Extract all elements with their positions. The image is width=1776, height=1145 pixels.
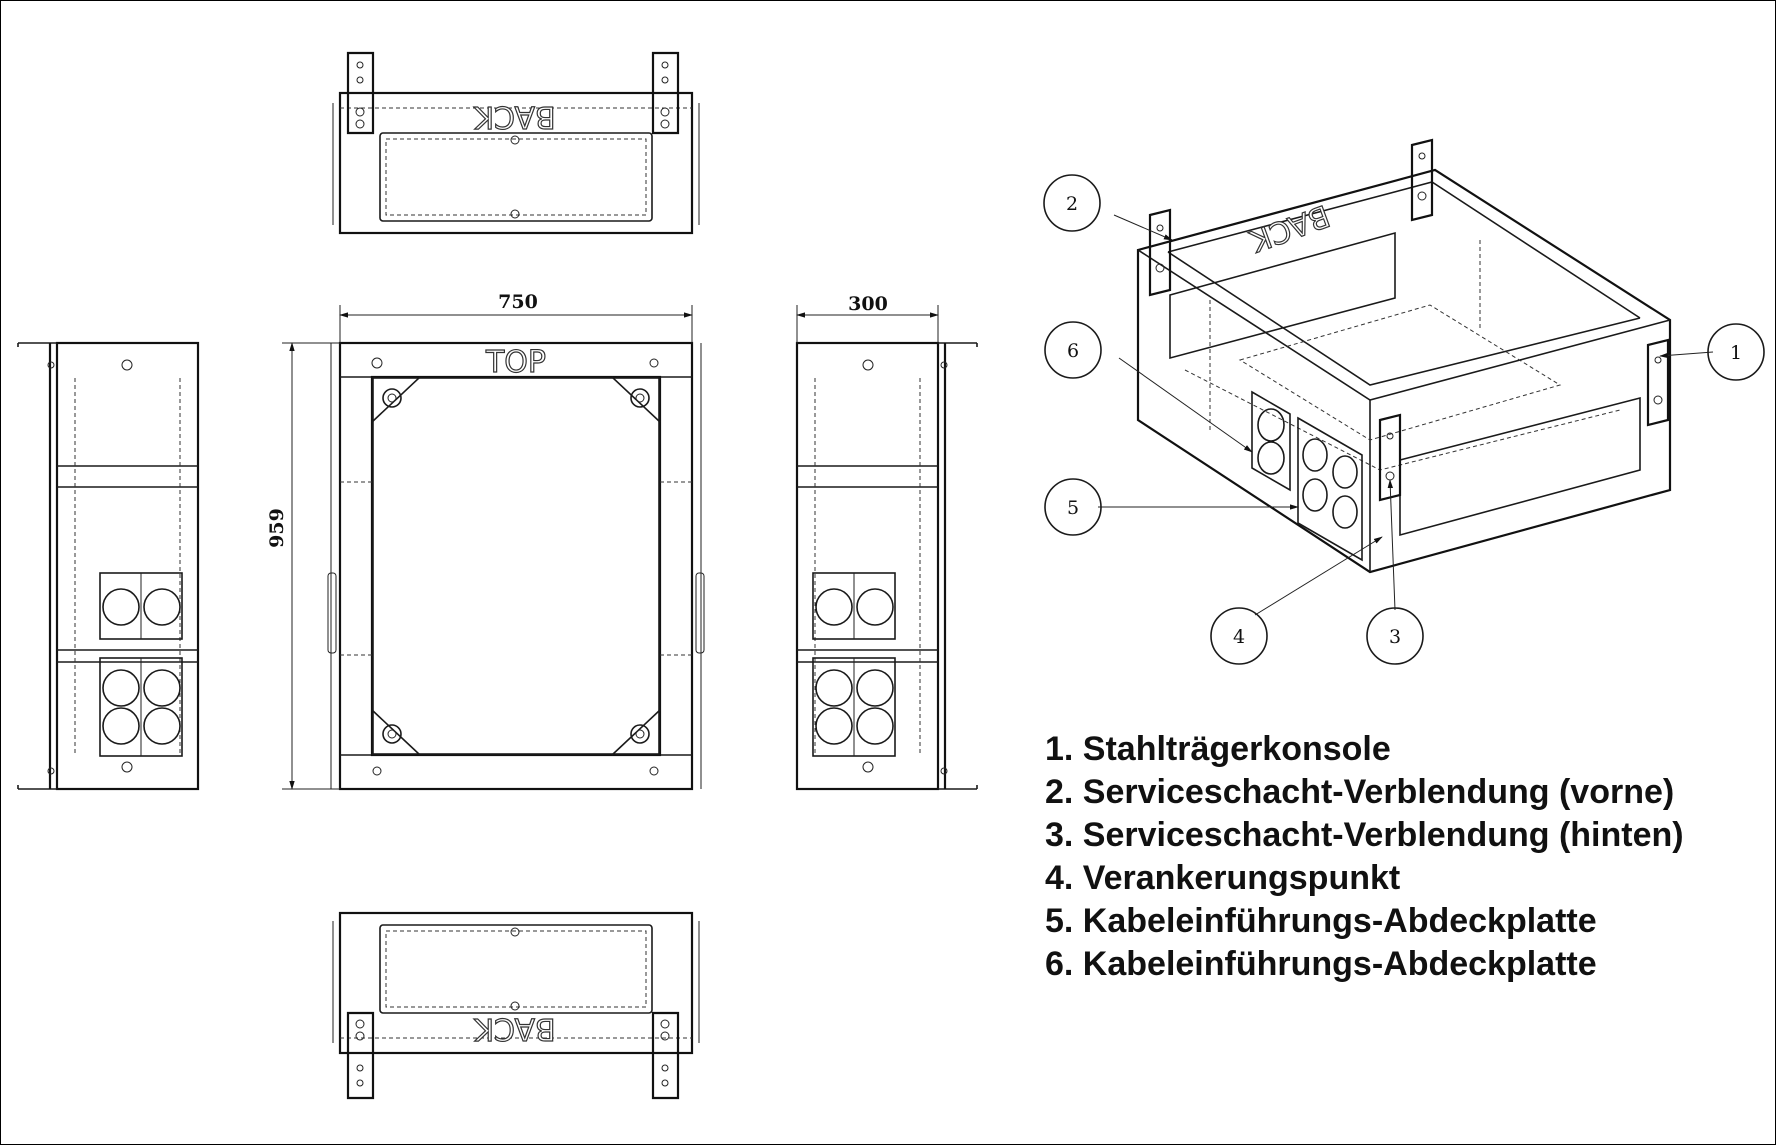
right-side-view: 300 <box>795 293 978 791</box>
iso-back-engraving: BACK <box>1244 197 1334 258</box>
legend-item-4: 4. Verankerungspunkt <box>1045 859 1401 897</box>
bottom-view: BACK <box>332 911 700 1100</box>
callout-3 <box>1366 607 1424 665</box>
top-view: BACK <box>332 51 700 235</box>
legend: 1. Stahlträgerkonsole 2. Serviceschacht-… <box>1045 728 1745 986</box>
top-engraving: TOP <box>485 345 546 380</box>
front-view: TOP 750 959 <box>266 291 705 791</box>
callout-2-label: 2 <box>1066 193 1078 215</box>
callout-1-label: 1 <box>1730 342 1742 364</box>
callout-4 <box>1210 607 1268 665</box>
left-side-view <box>17 341 200 791</box>
back-engraving-top: BACK <box>473 99 556 134</box>
callout-4-label: 4 <box>1233 626 1245 648</box>
width-dimension: 750 <box>498 291 538 313</box>
depth-dimension: 300 <box>848 293 888 315</box>
legend-item-2: 2. Serviceschacht-Verblendung (vorne) <box>1045 773 1675 811</box>
callout-2 <box>1043 174 1101 232</box>
callout-6-label: 6 <box>1067 340 1079 362</box>
legend-item-6: 6. Kabeleinführungs-Abdeckplatte <box>1045 945 1597 983</box>
callout-5-label: 5 <box>1067 497 1079 519</box>
callout-3-label: 3 <box>1389 626 1401 648</box>
back-engraving-bottom: BACK <box>473 1011 556 1046</box>
callout-6 <box>1044 321 1102 379</box>
height-dimension: 959 <box>266 508 288 548</box>
legend-item-5: 5. Kabeleinführungs-Abdeckplatte <box>1045 902 1597 940</box>
isometric-view: BACK 2 6 5 4 3 1 <box>1043 138 1765 665</box>
callout-5 <box>1044 478 1102 536</box>
callout-1 <box>1707 323 1765 381</box>
legend-item-3: 3. Serviceschacht-Verblendung (hinten) <box>1045 816 1684 854</box>
legend-item-1: 1. Stahlträgerkonsole <box>1045 730 1391 768</box>
